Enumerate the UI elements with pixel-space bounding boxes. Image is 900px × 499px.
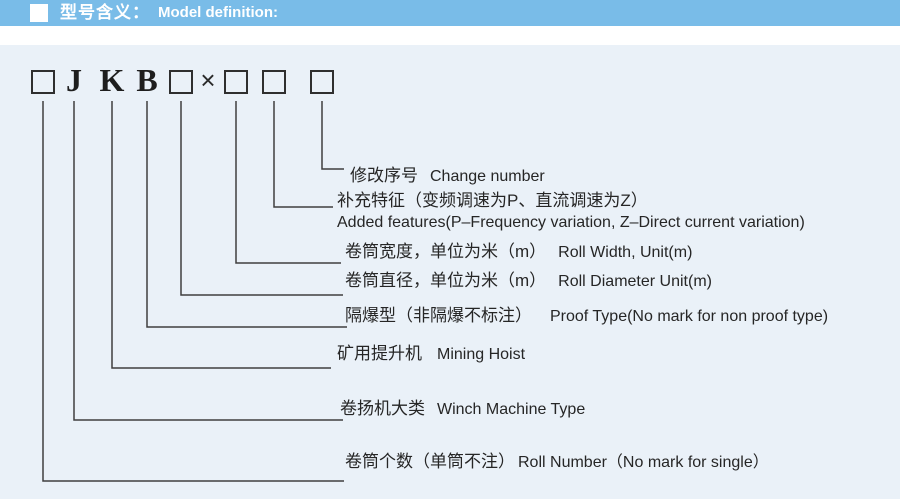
label-mining-hoist: 矿用提升机 Mining Hoist [337, 339, 525, 364]
connector-change-number [321, 101, 344, 170]
model-code-box-4 [262, 70, 286, 94]
label-roll-number: 卷筒个数（单筒不注） Roll Number（No mark for singl… [345, 447, 769, 472]
connector-roll-diameter [180, 101, 343, 296]
multiply-sign: × [200, 65, 216, 95]
label-winch-type: 卷扬机大类 Winch Machine Type [340, 394, 585, 419]
label-mining-hoist-cn: 矿用提升机 [337, 344, 422, 363]
label-change-number: 修改序号 Change number [350, 161, 545, 186]
connector-roll-number [42, 101, 344, 482]
label-change-number-en: Change number [430, 168, 545, 185]
label-added-features-cn: 补充特征（变频调速为P、直流调速为Z） [337, 191, 648, 210]
label-winch-type-cn: 卷扬机大类 [340, 399, 425, 418]
header-bullet-square-icon [30, 4, 48, 22]
model-code-box-3 [224, 70, 248, 94]
connector-added-features [273, 101, 333, 208]
model-code-letter-k: K [99, 62, 125, 98]
section-header-bar: 型号含义： Model definition: [0, 0, 900, 26]
label-proof-type-en: Proof Type(No mark for non proof type) [550, 308, 829, 325]
model-code-box-5 [310, 70, 334, 94]
model-code-letter-b: B [136, 62, 158, 98]
label-proof-type-cn: 隔爆型（非隔爆不标注） [345, 306, 532, 325]
connector-mining-hoist [111, 101, 331, 369]
connector-proof-type [146, 101, 347, 328]
connector-winch-type [73, 101, 343, 421]
model-code-letter-j: J [66, 62, 82, 98]
label-roll-diameter-cn: 卷筒直径，单位为米（m） [345, 271, 547, 290]
label-added-features: 补充特征（变频调速为P、直流调速为Z） Added features(P–Fre… [337, 190, 805, 232]
label-winch-type-en: Winch Machine Type [437, 401, 586, 418]
label-roll-number-cn: 卷筒个数（单筒不注） [345, 452, 515, 471]
label-proof-type: 隔爆型（非隔爆不标注） Proof Type(No mark for non p… [345, 301, 828, 326]
model-code-box-1 [31, 70, 55, 94]
label-roll-number-en: Roll Number（No mark for single） [518, 454, 769, 471]
label-added-features-en: Added features(P–Frequency variation, Z–… [337, 214, 805, 231]
model-code-box-2 [169, 70, 193, 94]
label-roll-width: 卷筒宽度，单位为米（m） Roll Width, Unit(m) [345, 237, 692, 262]
label-mining-hoist-en: Mining Hoist [437, 346, 526, 363]
label-roll-diameter: 卷筒直径，单位为米（m） Roll Diameter Unit(m) [345, 266, 712, 291]
label-roll-width-en: Roll Width, Unit(m) [558, 244, 693, 261]
section-title-cn: 型号含义： [60, 3, 150, 22]
section-title-en: Model definition: [158, 4, 278, 21]
connector-roll-width [235, 101, 341, 264]
label-change-number-cn: 修改序号 [350, 166, 418, 185]
label-roll-width-cn: 卷筒宽度，单位为米（m） [345, 242, 547, 261]
label-roll-diameter-en: Roll Diameter Unit(m) [558, 273, 712, 290]
